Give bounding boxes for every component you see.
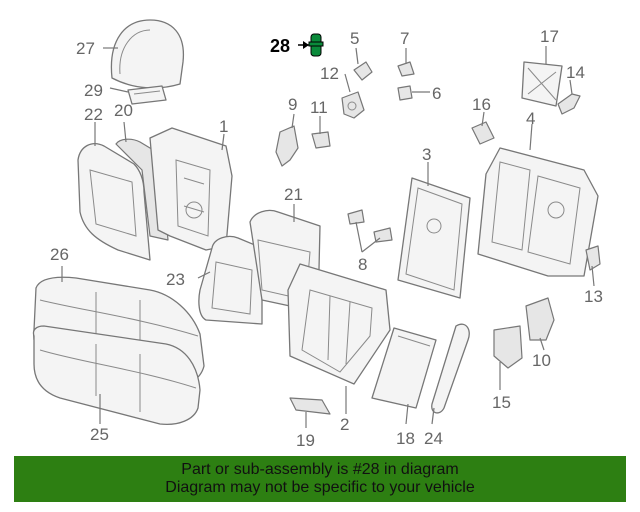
part-28-fastener xyxy=(308,33,324,57)
part-6-clip xyxy=(397,85,413,101)
callout-6: 6 xyxy=(432,84,441,103)
part-11-clip xyxy=(311,131,331,149)
part-29-guide xyxy=(127,85,167,105)
callout-8: 8 xyxy=(358,255,367,274)
part-25-cushion-base xyxy=(32,325,201,426)
callout-18: 18 xyxy=(396,429,415,448)
part-2-seat-frame xyxy=(287,263,391,385)
part-10-bracket xyxy=(525,297,555,341)
part-24-trim xyxy=(431,323,470,414)
callout-1: 1 xyxy=(219,117,228,136)
notice-line-2: Diagram may not be specific to your vehi… xyxy=(165,479,475,496)
callout-16: 16 xyxy=(472,95,491,114)
part-18-armrest xyxy=(371,327,437,409)
callout-28-highlighted: 28 xyxy=(270,36,290,56)
part-27-headrest xyxy=(110,19,185,89)
callout-labels: 27 29 22 20 1 9 11 12 5 7 6 16 17 14 4 3… xyxy=(50,27,603,450)
notice-banner: Part or sub-assembly is #28 in diagram D… xyxy=(14,456,626,502)
notice-line-1: Part or sub-assembly is #28 in diagram xyxy=(181,461,459,478)
part-1-seat-back-frame xyxy=(149,127,233,251)
part-3-back-panel xyxy=(397,177,471,299)
callout-15: 15 xyxy=(492,393,511,412)
callout-2: 2 xyxy=(340,415,349,434)
callout-25: 25 xyxy=(90,425,109,444)
callout-27: 27 xyxy=(76,39,95,58)
part-15-bracket xyxy=(493,325,523,369)
callout-17: 17 xyxy=(540,27,559,46)
callout-11: 11 xyxy=(310,98,328,117)
callout-7: 7 xyxy=(400,29,409,48)
callout-24: 24 xyxy=(424,429,443,448)
part-14-hook xyxy=(557,93,581,115)
callout-20: 20 xyxy=(114,101,133,120)
callout-26: 26 xyxy=(50,245,69,264)
callout-14: 14 xyxy=(566,63,585,82)
part-8-clips xyxy=(347,209,393,243)
part-23-back-cushion xyxy=(198,235,263,325)
callout-22: 22 xyxy=(84,105,103,124)
part-22-back-cushion xyxy=(77,143,151,261)
part-13-clip xyxy=(585,245,601,271)
parts-diagram: 27 29 22 20 1 9 11 12 5 7 6 16 17 14 4 3… xyxy=(32,19,603,450)
exploded-view-svg: 27 29 22 20 1 9 11 12 5 7 6 16 17 14 4 3… xyxy=(32,19,603,450)
part-4-seat-back xyxy=(477,147,599,277)
callout-19: 19 xyxy=(296,431,315,450)
callout-29: 29 xyxy=(84,81,103,100)
callout-12: 12 xyxy=(320,64,339,83)
leader-lines xyxy=(61,41,595,428)
part-7-clip xyxy=(397,61,415,77)
part-16-clip xyxy=(471,121,495,145)
part-17-panel xyxy=(521,61,563,107)
callout-9: 9 xyxy=(288,95,297,114)
callout-23: 23 xyxy=(166,270,185,289)
callout-13: 13 xyxy=(584,287,603,306)
part-5-clip xyxy=(353,61,373,81)
callout-3: 3 xyxy=(422,145,431,164)
part-19-strip xyxy=(289,397,331,415)
callout-21: 21 xyxy=(284,185,303,204)
callout-10: 10 xyxy=(532,351,551,370)
callout-5: 5 xyxy=(350,29,359,48)
callout-4: 4 xyxy=(526,109,535,128)
part-12-bracket xyxy=(341,91,365,119)
part-9-latch xyxy=(275,125,299,167)
